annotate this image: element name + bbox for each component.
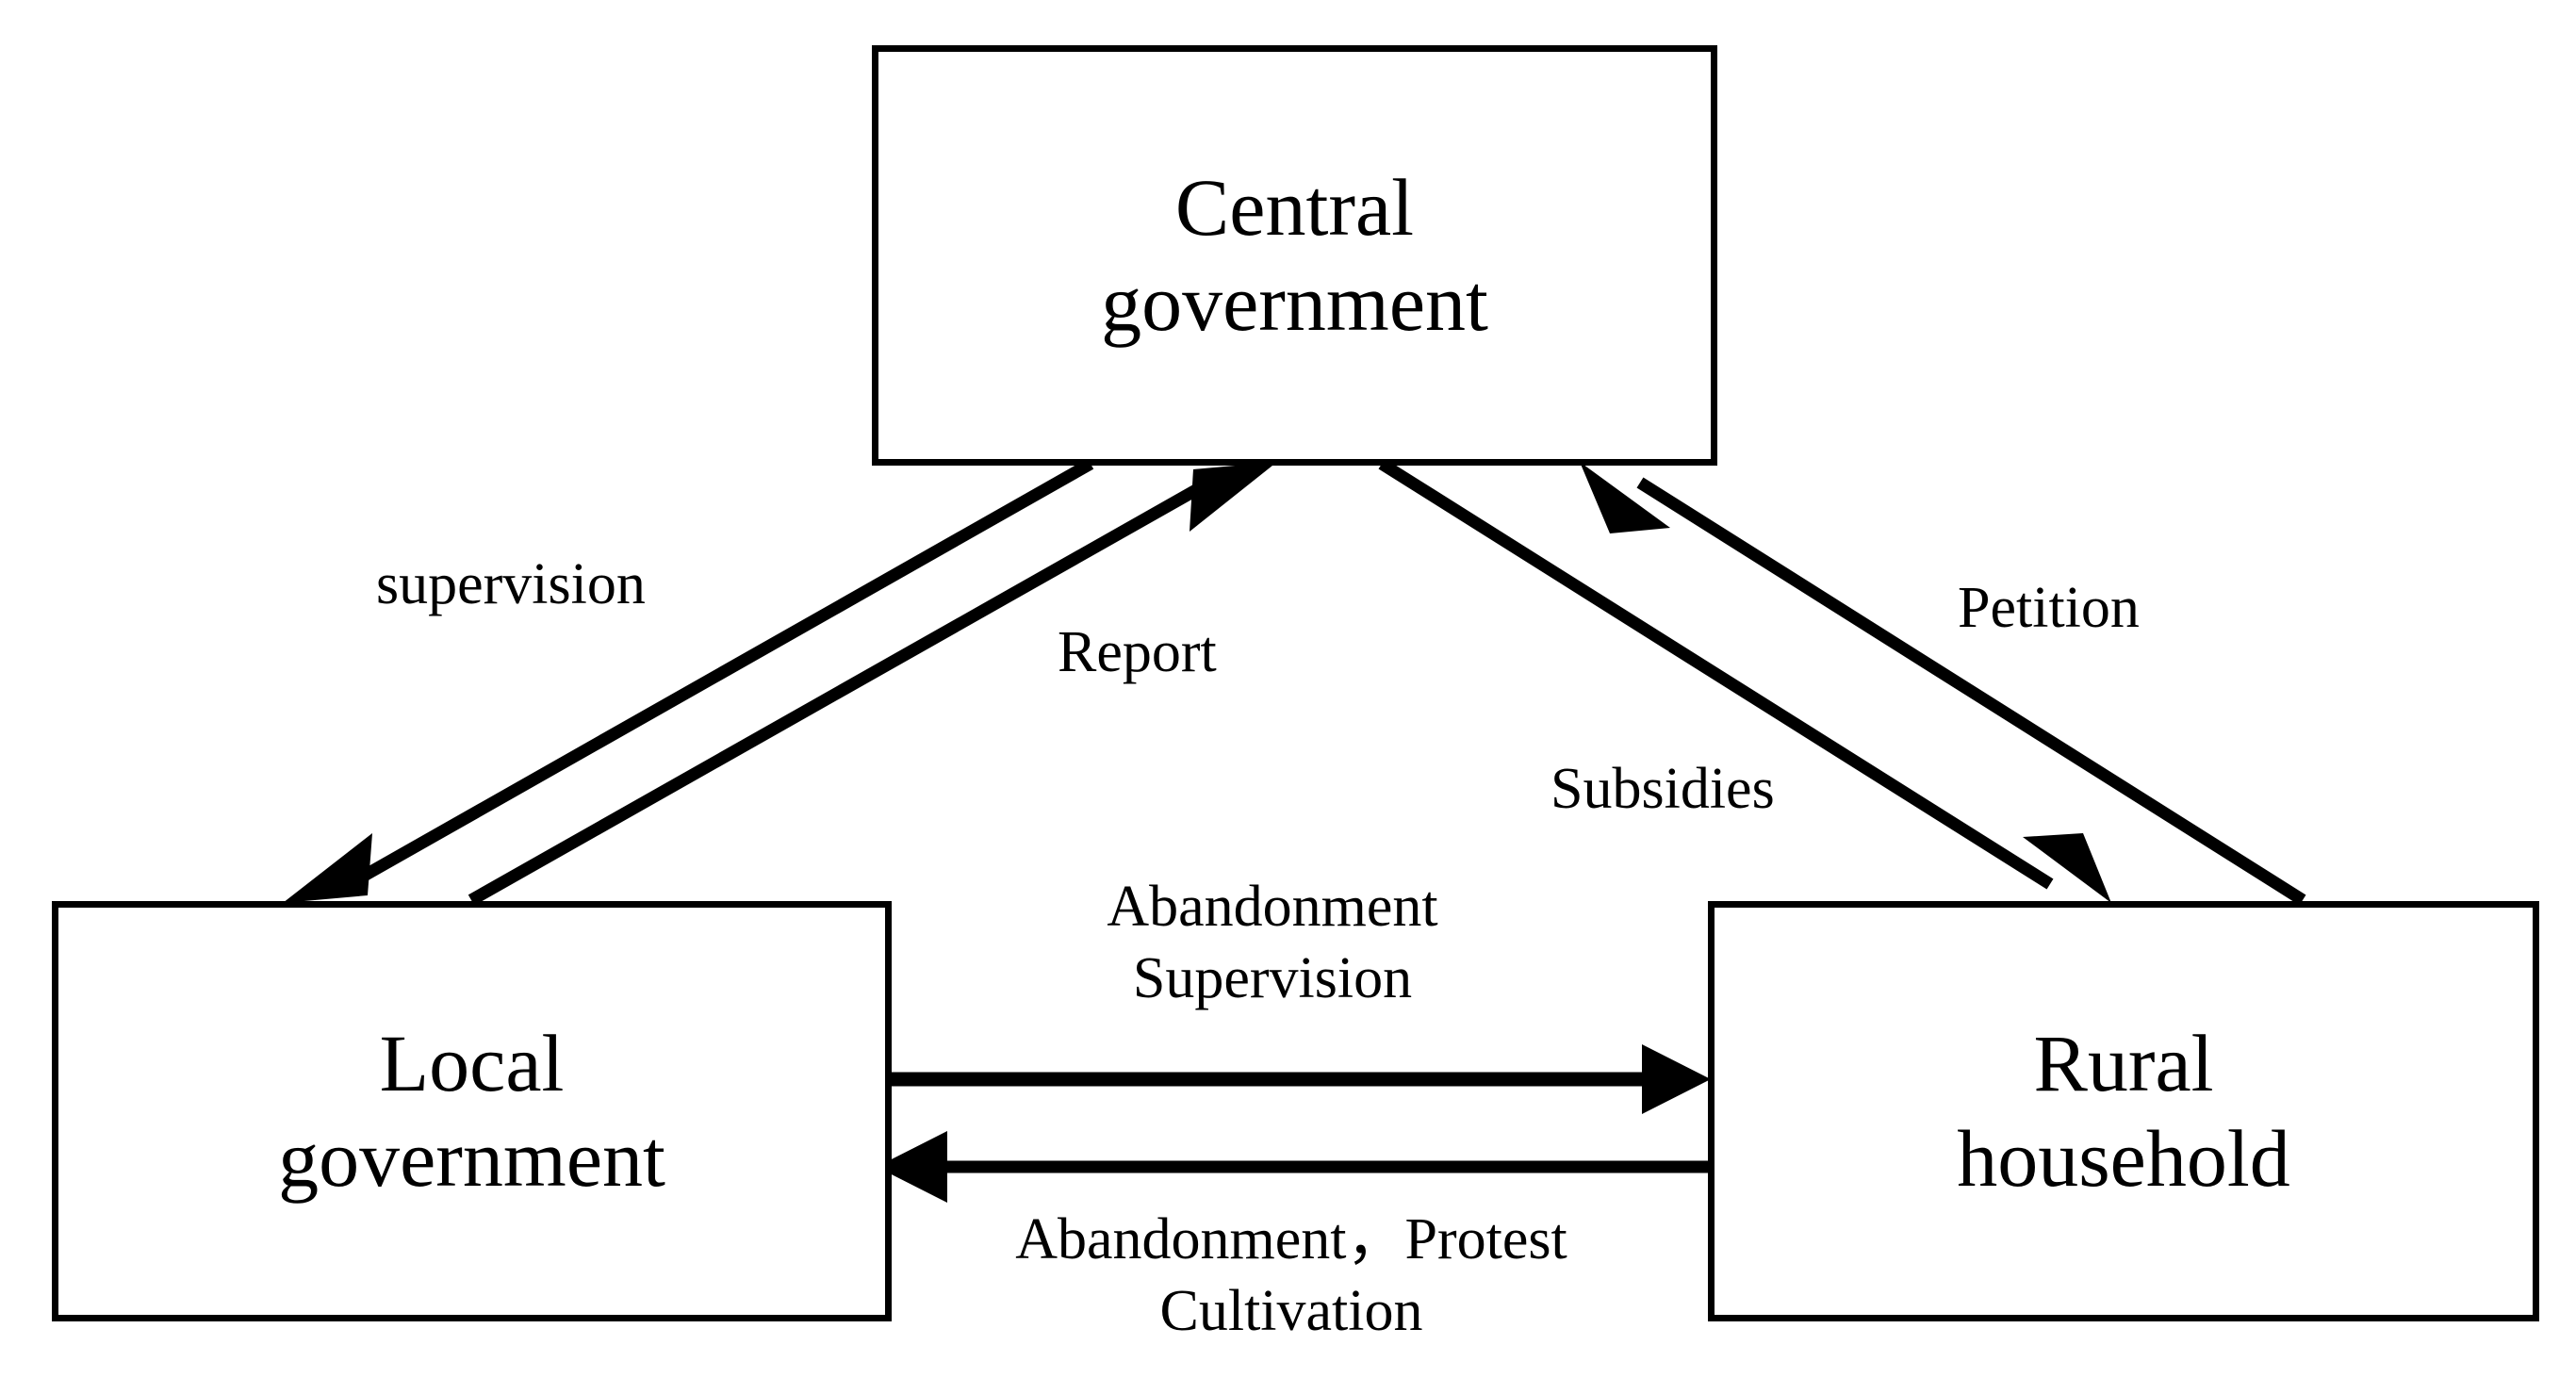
node-local-government[interactable]: Local government — [52, 901, 892, 1321]
edge-abandonment-protest — [877, 1131, 1710, 1203]
edge-label-supervision: supervision — [376, 549, 646, 621]
edge-label-petition-line-1: Petition — [1958, 576, 2140, 640]
edge-label-abandonment-protest-line-1: Abandonment，Protest — [1015, 1207, 1567, 1271]
edge-report — [468, 462, 1277, 906]
edge-abandonment-supervision — [892, 1044, 1711, 1114]
edge-label-abandonment-supervision-line-2: Supervision — [1132, 945, 1413, 1010]
edge-label-report-line-1: Report — [1058, 620, 1217, 684]
edge-supervision — [283, 458, 1094, 903]
edge-label-subsidies: Subsidies — [1551, 754, 1775, 826]
node-local-government-line-2: government — [278, 1113, 665, 1204]
edge-label-supervision-line-1: supervision — [376, 552, 646, 616]
node-central-government-line-1: Central — [1174, 161, 1415, 253]
edge-label-petition: Petition — [1958, 573, 2140, 645]
edge-label-report: Report — [1058, 617, 1217, 689]
edge-label-abandonment-supervision-line-1: Abandonment — [1107, 875, 1438, 939]
node-local-government-line-1: Local — [379, 1017, 565, 1108]
edge-label-abandonment-protest-cultivation: Abandonment，Protest Cultivation — [910, 1205, 1673, 1347]
edge-subsidies — [1378, 458, 2111, 903]
edge-label-abandonment-protest-line-2: Cultivation — [1159, 1278, 1423, 1343]
edge-label-subsidies-line-1: Subsidies — [1551, 757, 1775, 821]
edge-label-abandonment-supervision: Abandonment Supervision — [1056, 872, 1489, 1014]
edge-petition — [1580, 462, 2306, 906]
node-rural-household[interactable]: Rural household — [1708, 901, 2539, 1321]
node-rural-household-line-1: Rural — [2033, 1017, 2214, 1108]
node-rural-household-line-2: household — [1957, 1113, 2290, 1204]
node-central-government-line-2: government — [1101, 257, 1488, 348]
node-central-government[interactable]: Central government — [872, 45, 1717, 466]
